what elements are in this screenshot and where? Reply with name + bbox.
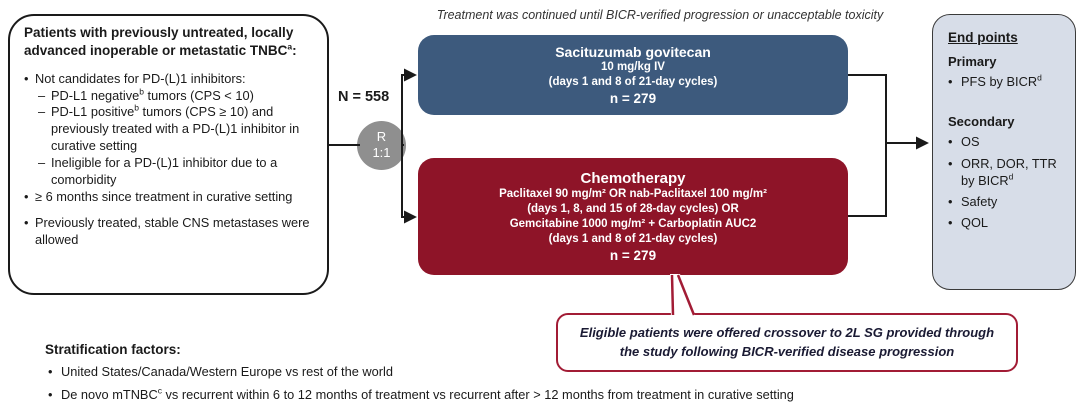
endpoint-item: •OS <box>948 134 980 150</box>
stratification-section: Stratification factors: •United States/C… <box>45 342 1065 409</box>
endpoint-item: •PFS by BICRd <box>948 72 1042 89</box>
chemo-arm-regimen-2: Gemcitabine 1000 mg/m² + Carboplatin AUC… <box>509 218 757 230</box>
endpoint-item: •ORR, DOR, TTR by BICRd <box>948 155 1057 188</box>
chemotherapy-arm-box: Chemotherapy Paclitaxel 90 mg/m² OR nab-… <box>418 158 848 275</box>
endpoint-item: •QOL <box>948 215 989 231</box>
crossover-note: Eligible patients were offered crossover… <box>579 325 995 359</box>
eligibility-bullet: •Not candidates for PD-(L)1 inhibitors: <box>24 70 246 86</box>
sacituzumab-arm-box: Sacituzumab govitecan 10 mg/kg IV (days … <box>418 35 848 115</box>
randomization-r: R <box>376 129 387 144</box>
chemo-arm-schedule-2: (days 1 and 8 of 21-day cycles) <box>548 233 718 246</box>
eligibility-sub-bullet: –PD-L1 negativeb tumors (CPS < 10) <box>38 86 254 103</box>
endpoints-primary-list: •PFS by BICRd <box>948 73 1067 90</box>
enrollment-count: N = 558 <box>338 89 390 105</box>
endpoints-secondary-list: •OS •ORR, DOR, TTR by BICRd •Safety •QOL <box>948 133 1067 231</box>
endpoints-box: End points Primary •PFS by BICRd Seconda… <box>932 14 1076 290</box>
endpoint-item: •Safety <box>948 194 998 210</box>
randomization-circle: R 1:1 <box>357 121 406 170</box>
treatment-duration-note: Treatment was continued until BICR-verif… <box>436 8 884 22</box>
callout-tail <box>670 274 696 318</box>
endpoints-primary-label: Primary <box>948 54 997 69</box>
sg-arm-schedule: (days 1 and 8 of 21-day cycles) <box>548 76 718 88</box>
eligibility-list: •Not candidates for PD-(L)1 inhibitors: … <box>24 71 317 249</box>
chemo-arm-title: Chemotherapy <box>580 169 686 187</box>
eligibility-title: Patients with previously untreated, loca… <box>24 25 297 58</box>
sg-arm-dose: 10 mg/kg IV <box>601 60 665 73</box>
chemo-arm-regimen-1: Paclitaxel 90 mg/m² OR nab-Paclitaxel 10… <box>499 187 767 200</box>
eligibility-box: Patients with previously untreated, loca… <box>8 14 329 295</box>
chemo-arm-n: n = 279 <box>609 248 657 264</box>
stratification-item: •De novo mTNBCc vs recurrent within 6 to… <box>48 385 794 402</box>
randomization-ratio: 1:1 <box>372 144 391 160</box>
sg-arm-title: Sacituzumab govitecan <box>555 43 711 60</box>
eligibility-sub-bullet: –Ineligible for a PD-(L)1 inhibitor due … <box>38 155 278 187</box>
chemo-arm-schedule-1: (days 1, 8, and 15 of 28-day cycles) OR <box>527 202 739 215</box>
crossover-callout-box: Eligible patients were offered crossover… <box>556 313 1018 372</box>
eligibility-sub-bullet: –PD-L1 positiveb tumors (CPS ≥ 10) and p… <box>38 103 300 154</box>
stratification-list: •United States/Canada/Western Europe vs … <box>45 364 1065 403</box>
eligibility-bullet: •≥ 6 months since treatment in curative … <box>24 188 293 204</box>
stratification-title: Stratification factors: <box>45 342 181 357</box>
endpoints-header: End points <box>948 30 1018 45</box>
stratification-item: •United States/Canada/Western Europe vs … <box>48 364 393 379</box>
sg-arm-n: n = 279 <box>609 91 657 107</box>
endpoints-secondary-label: Secondary <box>948 114 1015 130</box>
eligibility-bullet: •Previously treated, stable CNS metastas… <box>24 214 310 247</box>
